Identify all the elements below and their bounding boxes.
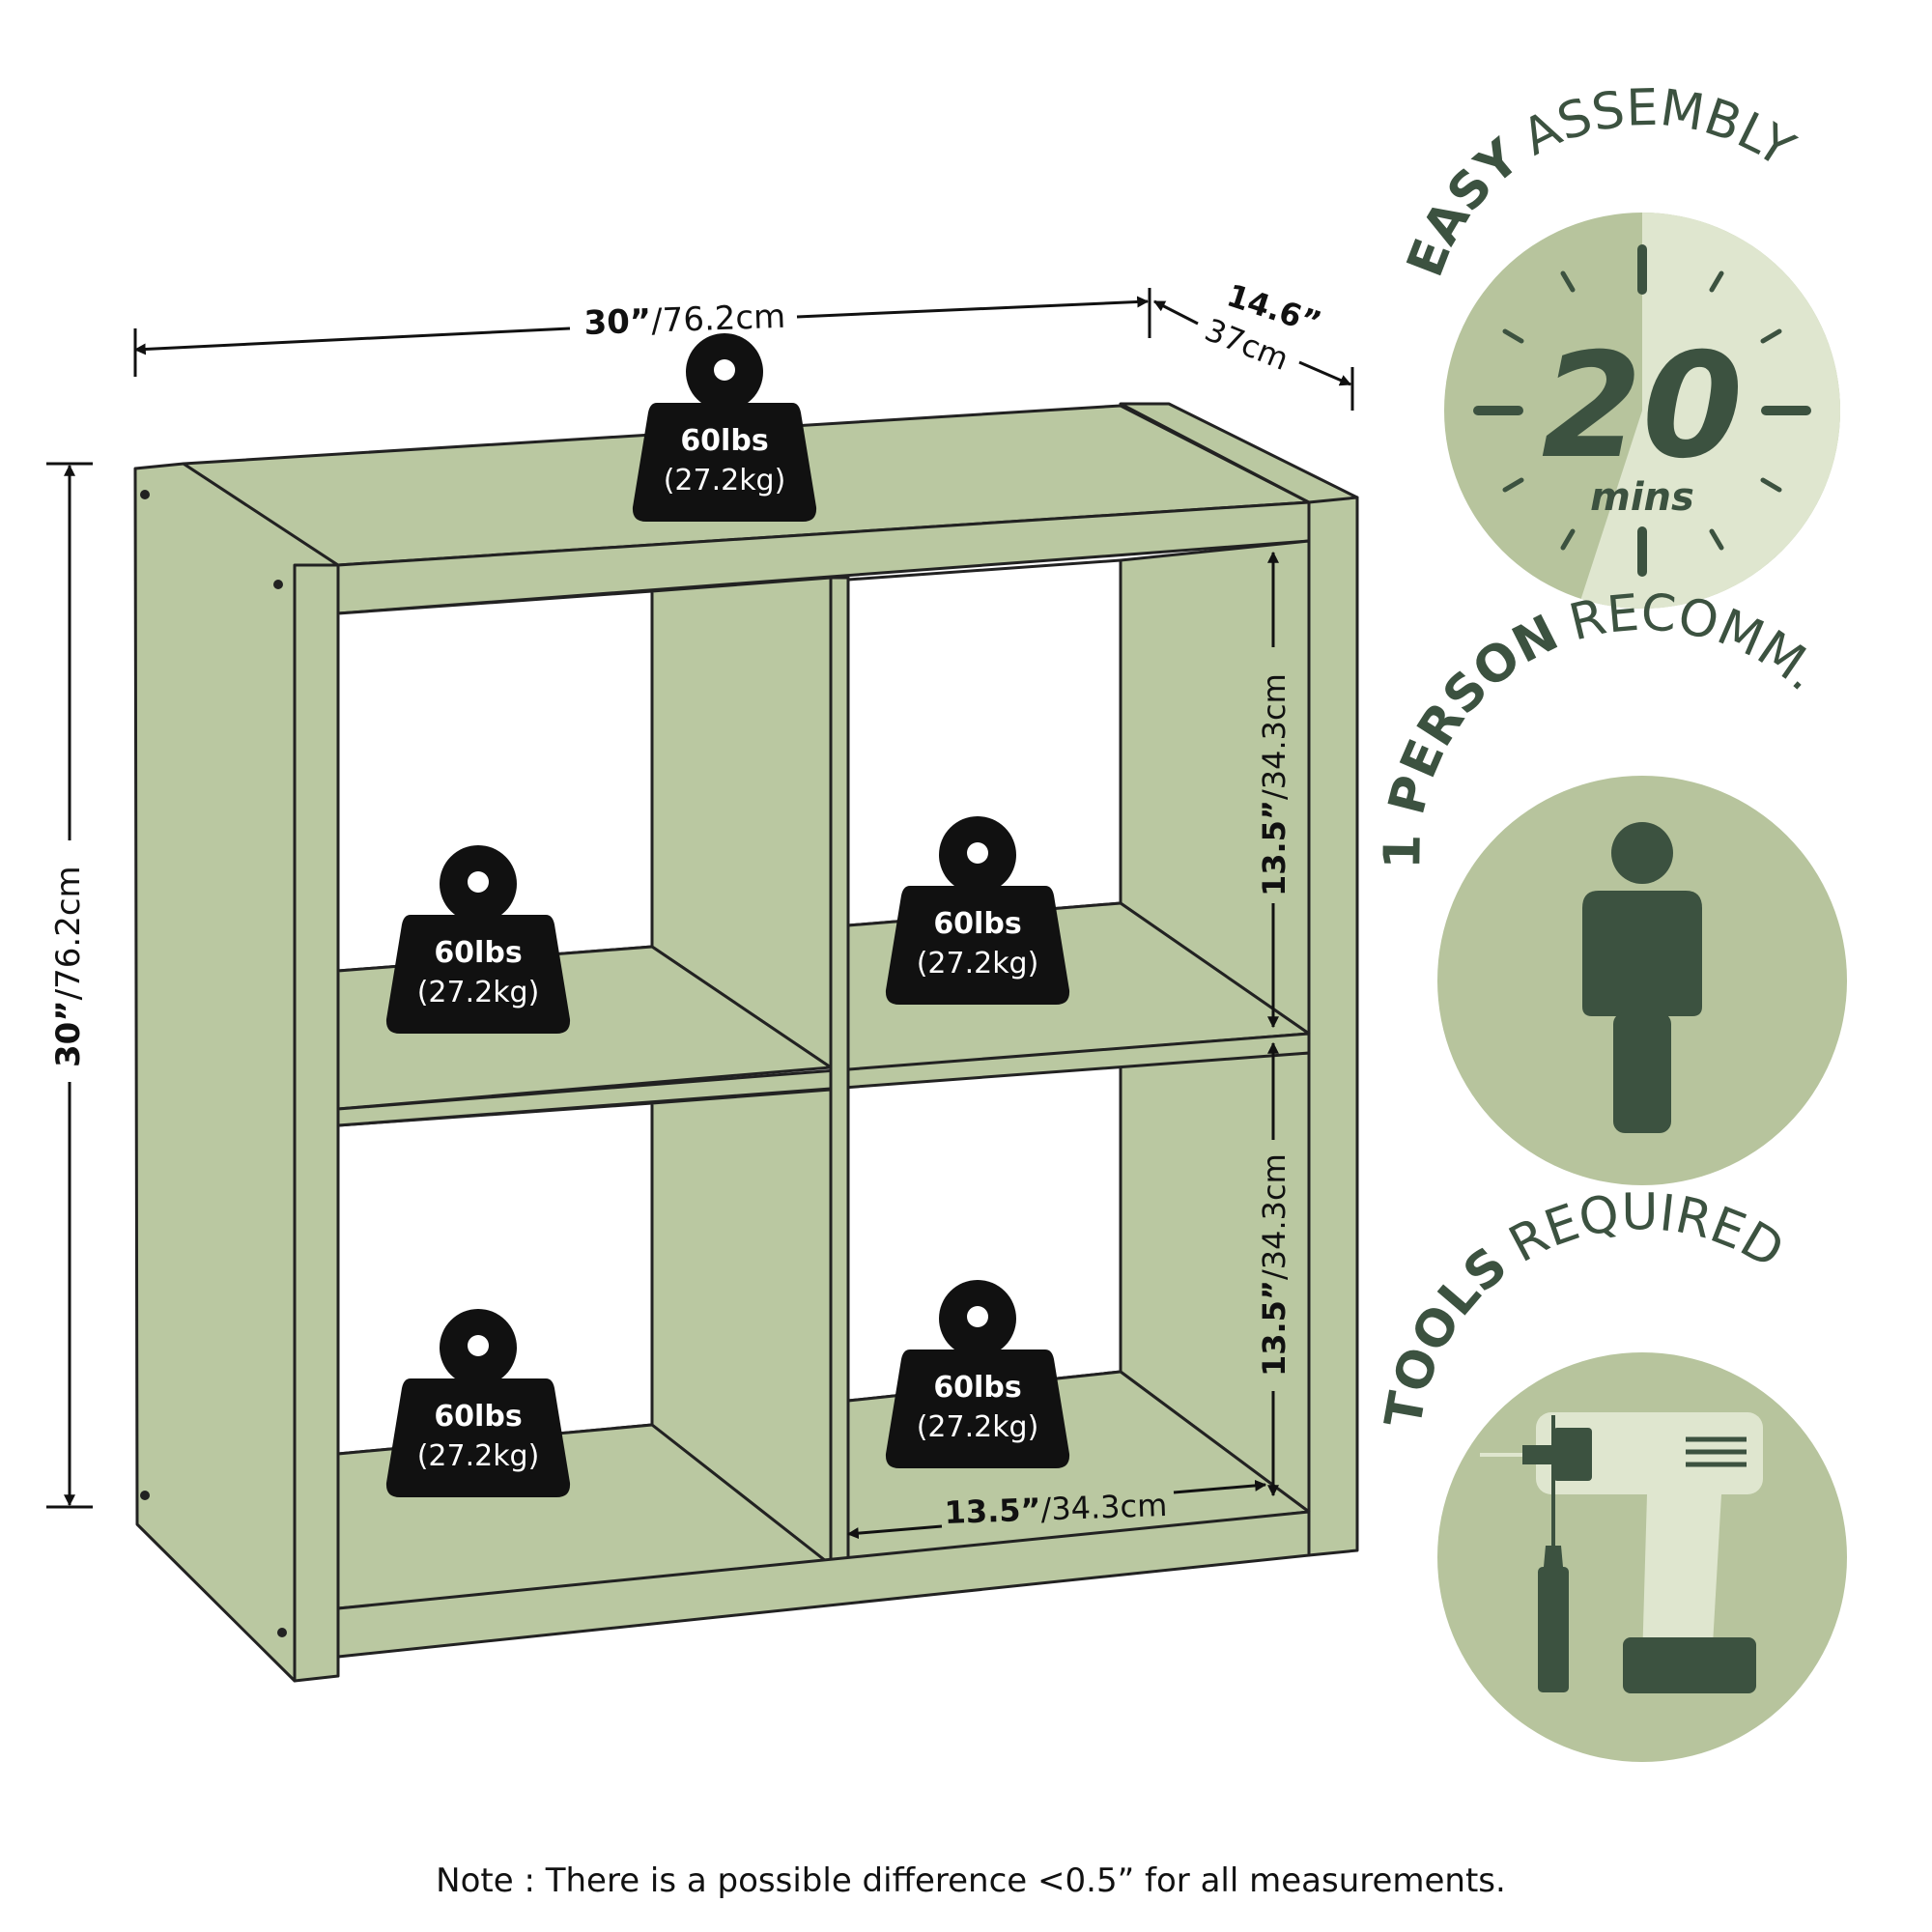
screw-hole [273,580,283,589]
assembly-unit: mins [1590,475,1694,520]
screwdriver-icon [1538,1415,1569,1692]
center-divider-edge [829,576,850,1567]
assembly-heading-bold: EASY [1396,128,1531,284]
weight-lbs: 60lbs [434,936,522,970]
weight-kg: (27.2kg) [417,976,540,1009]
weight-lbs: 60lbs [933,907,1021,941]
cube-lower-inch: 13.5” [1256,1280,1293,1377]
weight-capacity-tags: 60lbs (27.2kg) 60lbs (27.2kg) 60lbs (27.… [385,333,1070,1497]
cube-shelf [133,402,1359,1683]
cube-width-inch: 13.5” [944,1492,1041,1531]
weight-lbs: 60lbs [434,1400,522,1434]
tools-heading-rest: REQUIRED [1500,1183,1793,1280]
weight-kg: (27.2kg) [917,947,1039,980]
drill-icon [1480,1412,1763,1693]
width-label: 30”/76.2cm [583,298,786,343]
weight-icon: 60lbs (27.2kg) [632,333,817,522]
weight-icon: 60lbs (27.2kg) [885,1280,1070,1468]
tools-heading-bold: TOOLS [1375,1236,1519,1432]
cube-width-label: 13.5”/34.3cm [944,1487,1168,1531]
assembly-heading-rest: ASSEMBLY [1514,79,1804,179]
clock-elapsed-wedge [1580,213,1840,609]
weight-kg: (27.2kg) [917,1410,1039,1444]
dimension-lines [46,288,1354,1540]
weight-kg: (27.2kg) [417,1439,540,1473]
cube-width-cm: /34.3cm [1040,1487,1168,1528]
screw-hole [277,1628,287,1637]
width-cm: /76.2cm [651,298,786,341]
cube-lower-label: 13.5”/34.3cm [1256,1153,1293,1377]
bottom-front-edge [336,1510,1311,1659]
weight-icon: 60lbs (27.2kg) [885,816,1070,1005]
height-cm: /76.2cm [49,866,88,1000]
weight-lbs: 60lbs [680,424,768,458]
weight-icon: 60lbs (27.2kg) [385,845,571,1034]
assembly-minutes: 20 [1542,323,1744,491]
cube-upper-label: 13.5”/34.3cm [1256,673,1293,896]
weight-icon: 60lbs (27.2kg) [385,1309,571,1497]
right-top-edge [1119,402,1359,504]
person-icon [1582,822,1702,1133]
width-inch: 30” [583,302,652,343]
screw-hole [140,1491,150,1500]
cube-upper-inch: 13.5” [1256,800,1293,896]
person-badge: 1 PERSONRECOMM. [1374,584,1847,1185]
clock-icon [1473,244,1811,577]
easy-assembly-badge: 20 mins EASYASSEMBLY [1396,79,1840,609]
height-inch: 30” [49,1000,88,1067]
right-front-edge [1307,496,1359,1557]
weight-lbs: 60lbs [933,1371,1021,1405]
height-label: 30”/76.2cm [49,866,88,1067]
cube-lower-cm: /34.3cm [1256,1153,1293,1280]
tools-badge: TOOLSREQUIRED [1375,1183,1847,1762]
cube-upper-cm: /34.3cm [1256,673,1293,800]
measurement-note: Note : There is a possible difference <0… [436,1861,1506,1900]
left-front-edge [293,563,340,1683]
weight-kg: (27.2kg) [664,464,786,497]
middle-shelf-edge [336,1032,1311,1127]
screw-hole [140,490,150,499]
